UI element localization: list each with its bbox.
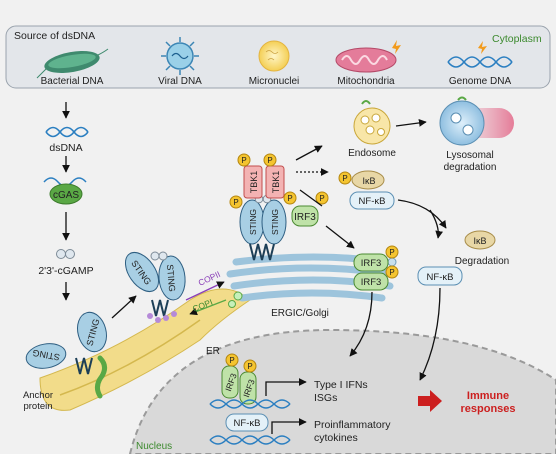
irf3-label-dimer-1: IRF3 — [361, 258, 382, 269]
ifn-label-1: Type I IFNs — [314, 379, 368, 391]
source-label-viral: Viral DNA — [158, 76, 202, 87]
cgamp-label: 2'3'-cGAMP — [38, 265, 93, 277]
arrow-to-irf3-dimer — [325, 225, 355, 249]
arrow-sting-activation — [111, 295, 137, 319]
dna-ifn-promoter — [209, 399, 291, 409]
lysosomal-label-1: Lysosomal — [446, 150, 493, 161]
phospho-label-1: P — [241, 156, 246, 165]
source-label-micronuclei: Micronuclei — [249, 76, 300, 87]
phospho-label-2: P — [267, 156, 272, 165]
nfkb-label-complex: NF-κB — [359, 196, 386, 207]
er-membrane — [39, 288, 251, 411]
cgas-icon — [43, 177, 87, 205]
nfkb-free — [417, 266, 463, 286]
phospho-label-nucleus-1: P — [229, 356, 234, 365]
source-title: Source of dsDNA — [14, 30, 95, 42]
arrow-ikb-degradation — [397, 199, 447, 229]
tbk1-label-1: TBK1 — [249, 171, 259, 194]
phospho-group-complex — [229, 153, 329, 209]
anchor-label-1: Anchor — [23, 390, 53, 401]
immune-response-arrow — [418, 390, 442, 412]
arrow-irf3-to-nucleus — [349, 291, 373, 357]
irf3-label-complex: IRF3 — [294, 212, 316, 223]
arrow-endosome-to-lysosome — [395, 119, 427, 127]
ifn-label-2: ISGs — [314, 392, 337, 404]
degradation-label: Degradation — [455, 256, 509, 267]
phospho-label-4: P — [287, 194, 292, 203]
irf3-label-dimer-2: IRF3 — [361, 277, 382, 288]
golgi-label: ERGIC/Golgi — [271, 308, 329, 319]
sting-label-golgi-2: STING — [270, 209, 280, 235]
mitochondria-icon — [335, 40, 401, 73]
bacterial-dna-icon — [36, 48, 109, 79]
cytokine-label-2: cytokines — [314, 432, 358, 444]
sting-dimer-active — [124, 251, 186, 323]
genome-dna-icon — [447, 41, 513, 68]
sting-label-inactive-2: STING — [32, 348, 61, 363]
arrow-ifn-transcription — [265, 378, 307, 396]
dsdna-label: dsDNA — [49, 142, 82, 154]
nfkb-label-nucleus: NF-κB — [234, 418, 261, 429]
sting-tbk1-complex — [239, 165, 319, 261]
er-label: ER — [206, 346, 220, 357]
irf3-dimer-nucleus — [221, 353, 257, 405]
ikb-label-free: IκB — [473, 236, 486, 246]
phospho-label-dimer-2: P — [389, 268, 394, 277]
irf3-dimer-cytoplasm — [353, 245, 399, 291]
cgamp-icon — [56, 249, 75, 259]
micronuclei-icon — [258, 40, 290, 72]
anchor-label-2: protein — [23, 401, 52, 412]
immune-label-1: Immune — [467, 390, 509, 402]
phospho-label-dimer-1: P — [389, 248, 394, 257]
nfkb-label-free: NF-κB — [427, 272, 454, 283]
source-label-mitochondria: Mitochondria — [337, 76, 395, 87]
source-label-bacterial: Bacterial DNA — [41, 76, 104, 87]
phospho-label-nucleus-2: P — [247, 362, 252, 371]
sting-dimer-inactive — [25, 311, 107, 375]
copi-arrow — [189, 299, 227, 316]
endosome-label: Endosome — [348, 148, 396, 159]
ikb-label-complex: IκB — [362, 176, 375, 186]
arrow-nfkb-release — [429, 209, 443, 239]
copii-arrow — [185, 281, 225, 301]
viral-dna-icon — [161, 37, 199, 75]
arrow-to-endosome — [295, 145, 323, 161]
anchor-protein-icon — [94, 355, 108, 399]
cytokine-label-1: Proinflammatory — [314, 419, 391, 431]
arrow-complex-to-irf3 — [299, 189, 323, 207]
cytoplasm-label: Cytoplasm — [492, 33, 542, 45]
phospho-label-3: P — [233, 198, 238, 207]
phospho-label-ikb: P — [342, 174, 347, 183]
phospho-label-5: P — [319, 194, 324, 203]
immune-label-2: responses — [460, 403, 515, 415]
nucleus-label: Nucleus — [136, 441, 172, 452]
lysosome-icon — [439, 96, 514, 146]
cgas-label: cGAS — [53, 190, 79, 201]
tbk1-label-2: TBK1 — [271, 171, 281, 194]
source-label-genome: Genome DNA — [449, 76, 512, 87]
dsdna-icon — [45, 126, 89, 138]
nfkb-nucleus — [209, 413, 291, 445]
ikb-free — [464, 230, 496, 250]
lysosomal-label-2: degradation — [444, 162, 497, 173]
ikb-nfkb-complex — [338, 170, 395, 210]
sting-label-active-2: STING — [165, 264, 177, 292]
arrow-cytokine-transcription — [271, 418, 307, 434]
arrow-nfkb-to-nucleus — [419, 287, 441, 381]
sting-label-golgi-1: STING — [248, 209, 258, 235]
endosome-icon — [353, 100, 391, 145]
